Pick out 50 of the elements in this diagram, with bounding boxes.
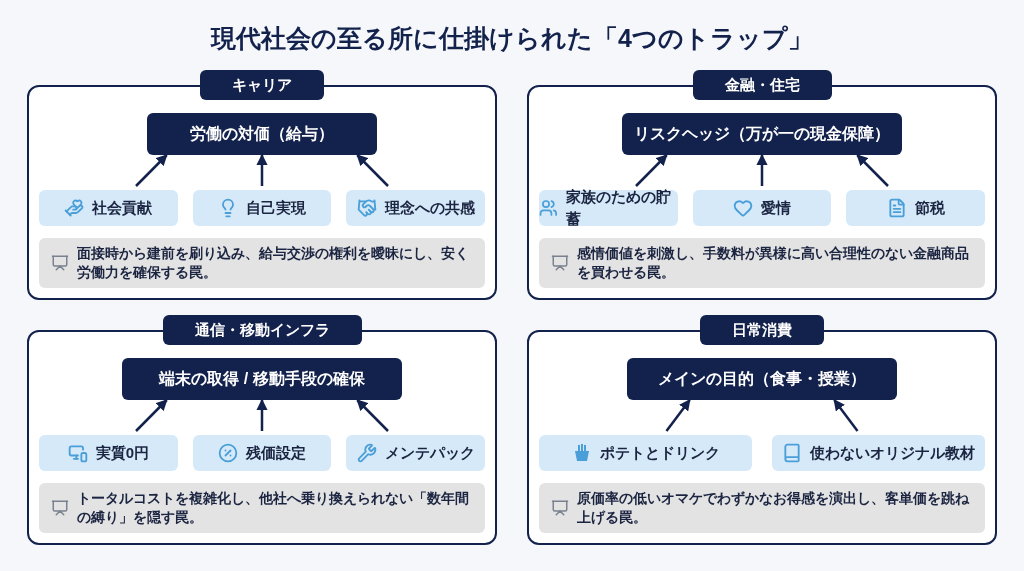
arrow [833,399,859,432]
item-label: 実質0円 [95,442,149,463]
item-box [346,435,485,471]
main-box: 労働の対価（給与） [147,113,377,155]
item-label: 社会貢献 [92,197,153,218]
note-text: 感情価値を刺激し、手数料が異様に高い合理性のない金融商品を買わせる罠。 [577,244,970,282]
item-label: 自己実現 [246,197,306,218]
main-box: リスクヘッジ（万が一の現金保障） [622,113,902,155]
panel-heading: 日常消費 [700,315,824,345]
item-box [539,435,752,471]
note-box [539,238,985,288]
item-label: 残価設定 [246,442,306,463]
main-box: メインの目的（食事・授業） [627,358,897,400]
item-box [192,190,332,226]
panel-heading: 金融・住宅 [692,70,832,100]
title: 現代社会の至る所に仕掛けられた「4つのトラップ」 [211,23,813,54]
arrow [635,154,668,187]
note-text: トータルコストを複雑化し、他社へ乗り換えられない「数年間の縛り」を隠す罠。 [77,489,470,527]
note-text: 原価率の低いオマケでわずかなお得感を演出し、客単価を跳ね上げる罠。 [577,489,970,527]
item-label: メンテパック [384,442,475,463]
note-text: 面接時から建前を刷り込み、給与交渉の権利を曖昧にし、安く労働力を確保する罠。 [77,244,470,282]
item-box [846,190,985,226]
panel-heading: 通信・移動インフラ [162,315,362,345]
arrow [135,154,168,187]
arrow [756,153,768,186]
item-label: 家族のための貯蓄 [565,186,672,229]
item-box [192,435,332,471]
arrow [356,154,389,187]
main-box: 端末の取得 / 移動手段の確保 [122,358,402,400]
note-box [539,483,985,533]
arrow [665,399,691,432]
item-box [772,435,985,471]
panel-heading: キャリア [200,70,324,100]
arrow [856,154,889,187]
item-box [39,435,178,471]
item-box [692,190,832,226]
arrow [256,153,268,186]
item-label: 理念への共感 [384,197,475,218]
arrow [135,399,168,432]
note-box [39,238,485,288]
item-label: 節税 [914,197,945,218]
item-box [346,190,485,226]
note-box [39,483,485,533]
item-box [39,190,178,226]
arrow [256,398,268,431]
arrow [356,399,389,432]
item-label: ポテトとドリンク [599,442,720,463]
item-label: 使わないオリジナル教材 [810,442,975,463]
item-label: 愛情 [761,197,791,218]
item-box [539,190,678,226]
